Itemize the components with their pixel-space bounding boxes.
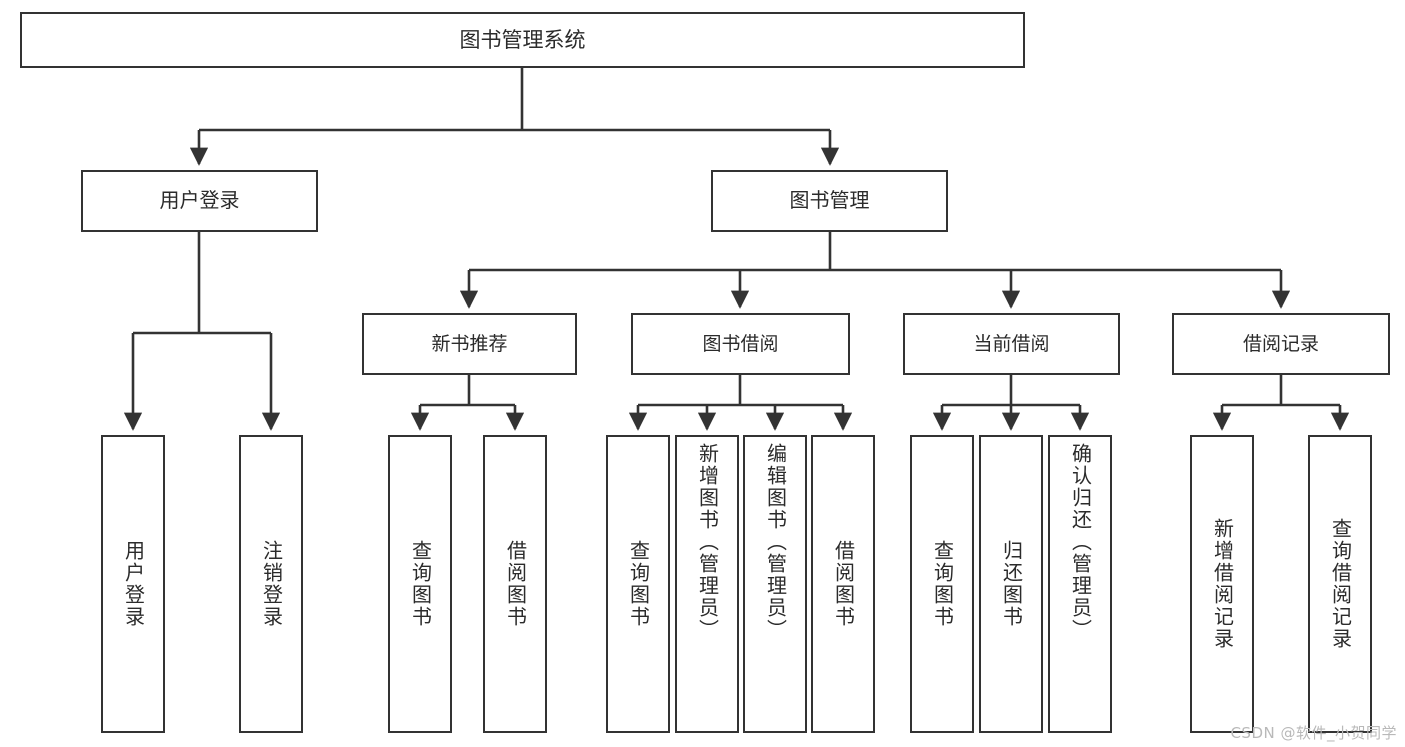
node-leaf-add-record-label: 新增借阅记录 xyxy=(1210,518,1235,650)
node-borrow-record-label: 借阅记录 xyxy=(1242,332,1319,355)
node-book-borrow-label: 图书借阅 xyxy=(702,332,779,355)
node-current-borrow-label: 当前借阅 xyxy=(973,332,1050,355)
node-book-manage[interactable]: 图书管理 xyxy=(711,170,948,232)
node-leaf-add-record[interactable]: 新增借阅记录 xyxy=(1190,435,1254,733)
node-leaf-query-book-2-label: 查询图书 xyxy=(626,540,651,628)
node-leaf-query-book-3[interactable]: 查询图书 xyxy=(910,435,974,733)
node-new-book-rec[interactable]: 新书推荐 xyxy=(362,313,577,375)
node-borrow-record[interactable]: 借阅记录 xyxy=(1172,313,1390,375)
node-root[interactable]: 图书管理系统 xyxy=(20,12,1025,68)
node-leaf-return-book[interactable]: 归还图书 xyxy=(979,435,1043,733)
node-leaf-edit-book[interactable]: 编辑图书（管理员） xyxy=(743,435,807,733)
node-new-book-rec-label: 新书推荐 xyxy=(431,332,508,355)
node-user-login-label: 用户登录 xyxy=(159,188,240,213)
node-leaf-return-book-label: 归还图书 xyxy=(999,540,1024,628)
node-leaf-query-book-3-label: 查询图书 xyxy=(930,540,955,628)
node-leaf-add-book-label: 新增图书（管理员） xyxy=(695,443,720,641)
node-leaf-logout-label: 注销登录 xyxy=(259,540,284,628)
node-root-label: 图书管理系统 xyxy=(459,27,586,52)
node-user-login[interactable]: 用户登录 xyxy=(81,170,318,232)
node-leaf-borrow-book-1-label: 借阅图书 xyxy=(503,540,528,628)
node-leaf-user-login[interactable]: 用户登录 xyxy=(101,435,165,733)
node-book-borrow[interactable]: 图书借阅 xyxy=(631,313,850,375)
node-leaf-query-record-label: 查询借阅记录 xyxy=(1328,518,1353,650)
node-leaf-query-book-1-label: 查询图书 xyxy=(408,540,433,628)
node-book-manage-label: 图书管理 xyxy=(789,188,870,213)
node-leaf-borrow-book-2-label: 借阅图书 xyxy=(831,540,856,628)
node-current-borrow[interactable]: 当前借阅 xyxy=(903,313,1120,375)
node-leaf-borrow-book-1[interactable]: 借阅图书 xyxy=(483,435,547,733)
node-leaf-logout[interactable]: 注销登录 xyxy=(239,435,303,733)
node-leaf-edit-book-label: 编辑图书（管理员） xyxy=(763,443,788,641)
node-leaf-query-book-1[interactable]: 查询图书 xyxy=(388,435,452,733)
node-leaf-borrow-book-2[interactable]: 借阅图书 xyxy=(811,435,875,733)
watermark-text: CSDN @软件_小贺同学 xyxy=(1230,724,1397,742)
node-leaf-user-login-label: 用户登录 xyxy=(121,540,146,628)
node-leaf-add-book[interactable]: 新增图书（管理员） xyxy=(675,435,739,733)
node-leaf-query-record[interactable]: 查询借阅记录 xyxy=(1308,435,1372,733)
node-leaf-confirm-return[interactable]: 确认归还（管理员） xyxy=(1048,435,1112,733)
node-leaf-query-book-2[interactable]: 查询图书 xyxy=(606,435,670,733)
node-leaf-confirm-return-label: 确认归还（管理员） xyxy=(1068,443,1093,641)
